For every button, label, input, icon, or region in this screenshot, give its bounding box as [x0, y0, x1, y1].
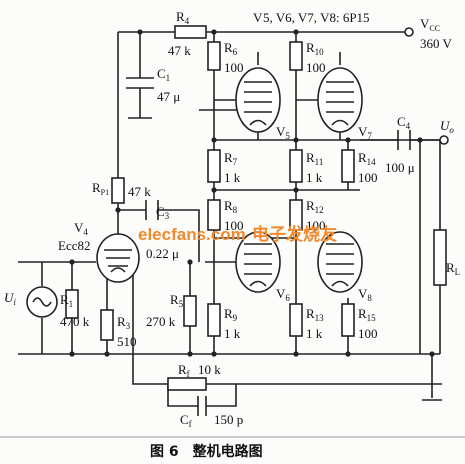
label-ui: Ui: [4, 290, 16, 307]
capacitor-c3: [145, 200, 159, 220]
label-c3: C3: [156, 204, 170, 221]
value-r5: 270 k: [146, 314, 176, 329]
label-r6: R6: [224, 40, 238, 57]
capacitor-cf: [192, 396, 212, 416]
label-r11: R11: [306, 150, 323, 167]
resistor-r15: [341, 303, 355, 337]
value-v4: Ecc82: [58, 238, 90, 253]
tube-v8: [317, 231, 363, 293]
label-c4: C4: [397, 114, 411, 131]
resistor-r5: [183, 295, 197, 327]
capacitor-c4: [397, 130, 411, 150]
capacitor-c1: [126, 77, 154, 89]
resistor-r6: [207, 41, 221, 71]
label-r15: R15: [358, 306, 376, 323]
tube-v4: [96, 233, 140, 283]
vcc-terminal: [404, 27, 414, 37]
tubes-note-prefix: V: [253, 10, 263, 25]
watermark-site: elecfans.com: [138, 225, 246, 244]
value-r1: 470 k: [60, 314, 90, 329]
label-r7: R7: [224, 150, 238, 167]
label-rp1: RP1: [92, 180, 109, 197]
tubes: [96, 67, 363, 293]
resistor-r9: [207, 303, 221, 337]
label-uo: Uo: [440, 118, 454, 135]
capacitors: [126, 77, 411, 416]
label-rf: Rf: [178, 362, 190, 379]
tubes-note: 5, V6, V7, V8: 6P15: [263, 10, 370, 25]
resistor-r13: [289, 303, 303, 337]
value-vcc: 360 V: [420, 36, 453, 51]
resistor-r7: [207, 149, 221, 183]
value-c4: 100 μ: [385, 160, 415, 175]
value-c3: 0.22 μ: [146, 246, 179, 261]
component-labels: R4 47 k C1 47 μ V 5, V6, V7, V8: 6P15 VC…: [4, 9, 460, 429]
figure-caption: 图 6 整机电路图: [150, 443, 263, 460]
value-c1: 47 μ: [157, 89, 180, 104]
label-r14: R14: [358, 150, 376, 167]
watermark: elecfans.com 电子发烧友: [138, 224, 337, 244]
label-r12: R12: [306, 198, 324, 215]
label-r9: R9: [224, 306, 238, 323]
resistor-r12: [289, 199, 303, 231]
label-cf: Cf: [180, 412, 192, 429]
label-r13: R13: [306, 306, 324, 323]
resistor-r4: [174, 25, 207, 39]
value-rf: 10 k: [198, 362, 221, 377]
value-rp1: 47 k: [128, 184, 151, 199]
value-cf: 150 p: [214, 412, 243, 427]
label-v6: V6: [276, 286, 290, 303]
watermark-cn: 电子发烧友: [252, 224, 337, 244]
value-r15: 100: [358, 326, 378, 341]
resistors: [65, 25, 447, 391]
label-v4: V4: [74, 220, 88, 237]
value-r11: 1 k: [306, 170, 323, 185]
junction-dots: [69, 29, 435, 357]
label-c1: C1: [157, 66, 170, 83]
label-v7: V7: [358, 124, 372, 141]
value-r14: 100: [358, 170, 378, 185]
tube-v7: [317, 67, 363, 133]
resistor-r14: [341, 149, 355, 183]
value-r12: 100: [306, 218, 326, 233]
label-vcc: VCC: [420, 16, 440, 33]
label-r10: R10: [306, 40, 324, 57]
label-v8: V8: [358, 286, 372, 303]
resistor-r3: [100, 309, 114, 341]
value-r10: 100: [306, 60, 326, 75]
tube-v5: [235, 67, 281, 133]
resistor-r1: [65, 289, 79, 319]
value-r4: 47 k: [168, 43, 191, 58]
resistor-rf: [167, 377, 207, 391]
label-r1: R1: [60, 292, 73, 309]
resistor-r11: [289, 149, 303, 183]
resistor-r10: [289, 41, 303, 71]
label-r4: R4: [176, 9, 190, 26]
output-terminal: [439, 135, 449, 145]
value-r6: 100: [224, 60, 244, 75]
value-r3: 510: [117, 334, 137, 349]
signal-source: [26, 286, 58, 318]
value-r7: 1 k: [224, 170, 241, 185]
label-v5: V5: [276, 124, 290, 141]
value-r13: 1 k: [306, 326, 323, 341]
resistor-r8: [207, 199, 221, 231]
resistor-rl: [433, 229, 447, 286]
label-r5: R5: [170, 292, 184, 309]
label-r8: R8: [224, 198, 238, 215]
label-r3: R3: [117, 314, 131, 331]
value-r9: 1 k: [224, 326, 241, 341]
tube-v6: [235, 231, 281, 293]
label-rl: RL: [446, 260, 460, 277]
resistor-rp1: [111, 177, 125, 204]
value-r8: 100: [224, 218, 244, 233]
